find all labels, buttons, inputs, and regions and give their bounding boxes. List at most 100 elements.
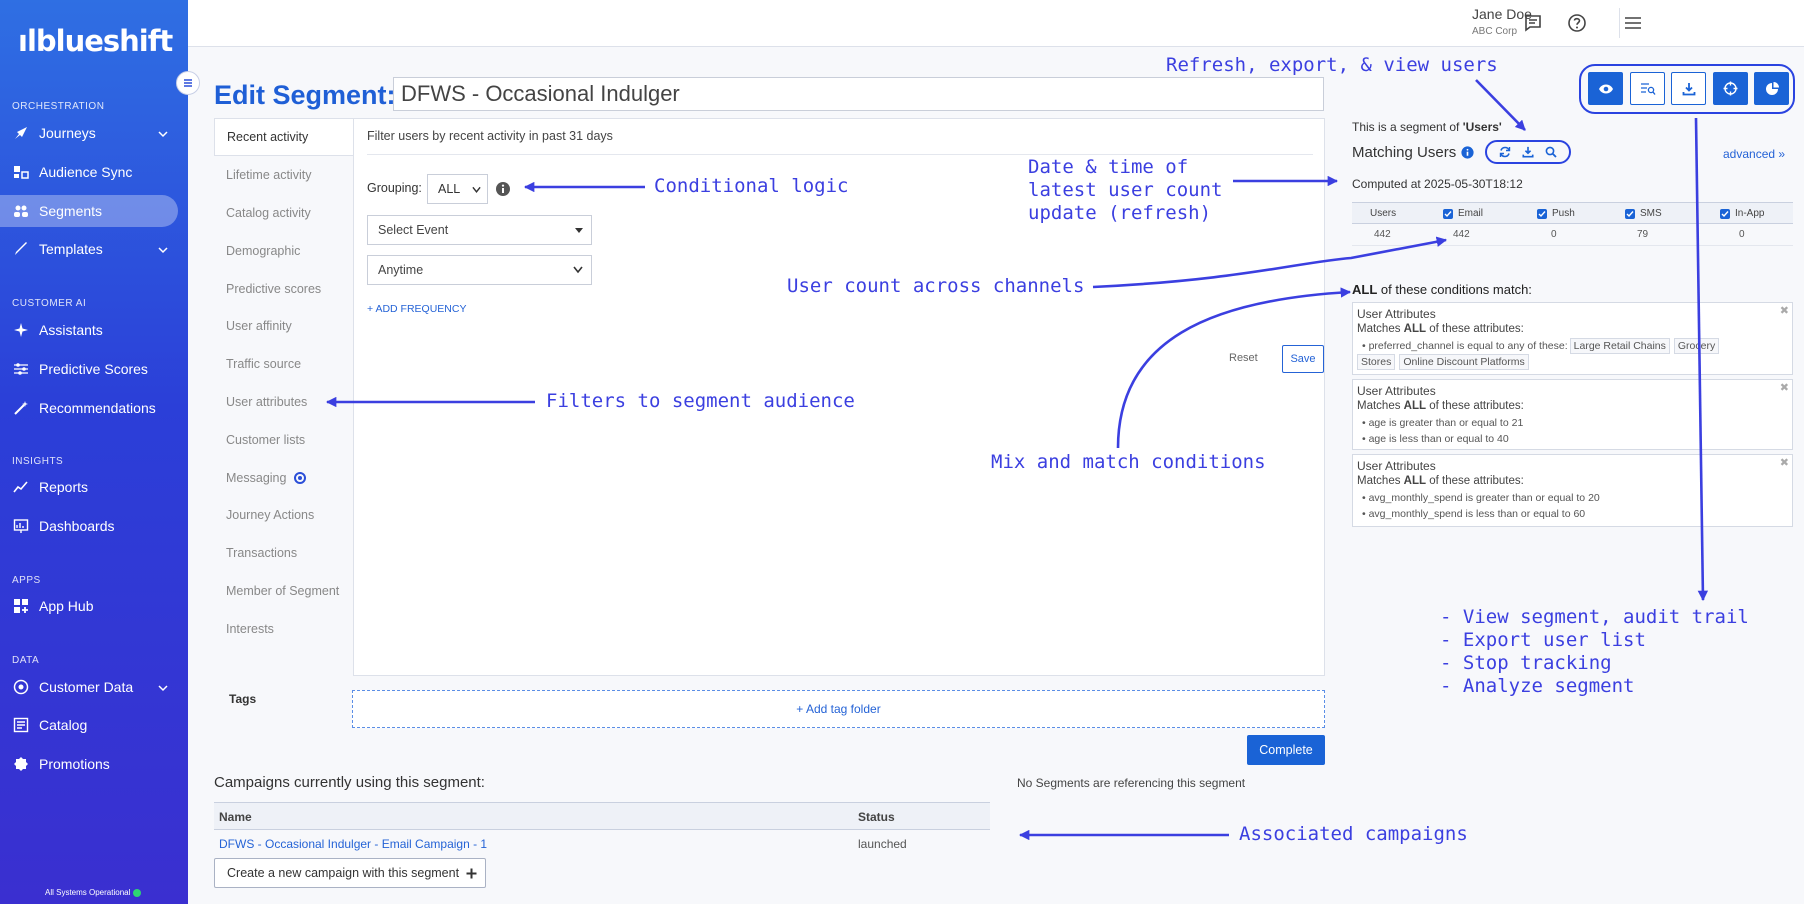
column-header-sms[interactable]: SMS bbox=[1625, 208, 1662, 219]
match-suffix: of these attributes: bbox=[1426, 323, 1524, 335]
audit-trail-button[interactable] bbox=[1630, 72, 1665, 105]
checkbox-checked-icon[interactable] bbox=[1443, 208, 1453, 219]
tab-traffic-source[interactable]: Traffic source bbox=[226, 357, 302, 371]
close-icon[interactable]: ✖ bbox=[1779, 305, 1789, 317]
match-prefix: Matches bbox=[1357, 400, 1404, 412]
people-icon bbox=[12, 202, 30, 220]
column-header-status[interactable]: Status bbox=[858, 810, 895, 824]
sidebar-item-label: Promotions bbox=[39, 756, 110, 772]
sidebar-item-dashboards[interactable]: Dashboards bbox=[0, 510, 178, 542]
channel-label: SMS bbox=[1640, 208, 1662, 219]
sidebar-item-segments[interactable]: Segments bbox=[0, 195, 178, 227]
page-title: Edit Segment: bbox=[214, 80, 396, 110]
tab-member-of-segment[interactable]: Member of Segment bbox=[226, 584, 340, 598]
create-campaign-label: Create a new campaign with this segment bbox=[227, 866, 460, 880]
sliders-icon bbox=[12, 360, 30, 378]
tab-lifetime-activity[interactable]: Lifetime activity bbox=[226, 168, 312, 182]
count-sms: 79 bbox=[1637, 229, 1649, 240]
campaign-link[interactable]: DFWS - Occasional Indulger - Email Campa… bbox=[219, 837, 488, 851]
tab-user-affinity[interactable]: User affinity bbox=[226, 319, 292, 333]
tab-messaging[interactable]: Messaging bbox=[214, 459, 354, 497]
reset-button[interactable]: Reset bbox=[1229, 352, 1258, 364]
add-tag-folder-button[interactable]: + Add tag folder bbox=[352, 690, 1325, 728]
close-icon[interactable]: ✖ bbox=[1779, 457, 1789, 469]
campaign-status: launched bbox=[858, 837, 907, 851]
collapse-sidebar-button[interactable] bbox=[176, 71, 200, 95]
tab-customer-lists[interactable]: Customer lists bbox=[226, 433, 306, 447]
column-header-users: Users bbox=[1370, 208, 1397, 219]
checkbox-checked-icon[interactable] bbox=[1537, 208, 1547, 219]
tab-interests[interactable]: Interests bbox=[226, 622, 274, 636]
conditions-title: ALL of these conditions match: bbox=[1352, 282, 1532, 297]
info-icon[interactable] bbox=[1461, 146, 1474, 159]
create-campaign-button[interactable]: Create a new campaign with this segment bbox=[214, 858, 486, 888]
search-icon[interactable] bbox=[1545, 146, 1557, 158]
tags-label: Tags bbox=[229, 692, 257, 706]
export-users-button[interactable] bbox=[1671, 72, 1706, 105]
tab-recent-activity[interactable]: Recent activity bbox=[214, 118, 354, 156]
info-icon[interactable] bbox=[495, 181, 511, 200]
time-range-dropdown[interactable]: Anytime bbox=[367, 255, 592, 285]
condition-line-text: preferred_channel is equal to any of the… bbox=[1368, 340, 1568, 352]
column-header-email[interactable]: Email bbox=[1443, 208, 1483, 219]
checkbox-checked-icon[interactable] bbox=[1720, 208, 1730, 219]
sidebar-item-audience-sync[interactable]: Audience Sync bbox=[0, 156, 178, 188]
blueshift-logo[interactable]: ılblueshift bbox=[18, 24, 173, 58]
condition-line-text: avg_monthly_spend is greater than or equ… bbox=[1368, 492, 1600, 504]
condition-card: ✖ User Attributes Matches ALL of these a… bbox=[1352, 379, 1793, 450]
chevron-down-icon[interactable] bbox=[158, 126, 168, 142]
sidebar-item-templates[interactable]: Templates bbox=[0, 233, 178, 265]
tab-catalog-activity[interactable]: Catalog activity bbox=[226, 206, 311, 220]
tab-journey-actions[interactable]: Journey Actions bbox=[226, 508, 315, 522]
column-header-push[interactable]: Push bbox=[1537, 208, 1575, 219]
pie-chart-icon bbox=[1765, 81, 1779, 95]
sidebar-item-reports[interactable]: Reports bbox=[0, 471, 178, 503]
help-icon[interactable] bbox=[1565, 11, 1589, 35]
chevron-down-icon bbox=[573, 266, 583, 274]
feedback-icon[interactable] bbox=[1521, 11, 1545, 35]
sidebar-item-assistants[interactable]: Assistants bbox=[0, 314, 178, 346]
sidebar-item-predictive-scores[interactable]: Predictive Scores bbox=[0, 353, 178, 385]
save-button[interactable]: Save bbox=[1282, 345, 1324, 373]
tab-predictive-scores[interactable]: Predictive scores bbox=[226, 282, 322, 296]
annotation-date-time-3: update (refresh) bbox=[1028, 202, 1212, 224]
condition-match: Matches ALL of these attributes: bbox=[1357, 400, 1788, 412]
grouping-select[interactable]: ALL bbox=[427, 174, 488, 204]
hamburger-menu-icon[interactable] bbox=[1621, 11, 1645, 35]
user-org: ABC Corp bbox=[1472, 26, 1518, 37]
sidebar-item-app-hub[interactable]: App Hub bbox=[0, 590, 178, 622]
table-header: Users Email Push SMS In-App bbox=[1352, 202, 1793, 224]
close-icon[interactable]: ✖ bbox=[1779, 382, 1789, 394]
annotation-actions-2: - Export user list bbox=[1440, 629, 1646, 651]
sidebar-item-catalog[interactable]: Catalog bbox=[0, 709, 178, 741]
catalog-icon bbox=[12, 716, 30, 734]
stop-tracking-button[interactable] bbox=[1713, 72, 1748, 105]
sidebar-item-promotions[interactable]: Promotions bbox=[0, 748, 178, 780]
select-event-dropdown[interactable]: Select Event bbox=[367, 215, 592, 245]
column-header-in-app[interactable]: In-App bbox=[1720, 208, 1764, 219]
chevron-down-icon[interactable] bbox=[158, 680, 168, 696]
sidebar-item-journeys[interactable]: Journeys bbox=[0, 117, 178, 149]
sidebar-item-recommendations[interactable]: Recommendations bbox=[0, 392, 178, 424]
tab-demographic[interactable]: Demographic bbox=[226, 244, 301, 258]
tab-user-attributes[interactable]: User attributes bbox=[226, 395, 308, 409]
download-icon[interactable] bbox=[1522, 146, 1534, 158]
user-counts-table: Users Email Push SMS In-App 442 442 0 79… bbox=[1352, 202, 1793, 246]
complete-button[interactable]: Complete bbox=[1247, 735, 1325, 765]
add-frequency-link[interactable]: + ADD FREQUENCY bbox=[367, 303, 467, 315]
column-header-name[interactable]: Name bbox=[219, 810, 252, 824]
chevron-down-icon[interactable] bbox=[158, 242, 168, 258]
matching-users-actions bbox=[1485, 140, 1571, 164]
user-name[interactable]: Jane Doe bbox=[1472, 6, 1532, 22]
advanced-link[interactable]: advanced » bbox=[1723, 147, 1786, 161]
segment-name-input[interactable] bbox=[393, 77, 1324, 111]
campaigns-title: Campaigns currently using this segment: bbox=[214, 774, 485, 791]
condition-card: ✖ User Attributes Matches ALL of these a… bbox=[1352, 454, 1793, 527]
tab-transactions[interactable]: Transactions bbox=[226, 546, 298, 560]
checkbox-checked-icon[interactable] bbox=[1625, 208, 1635, 219]
segment-actions-group bbox=[1579, 64, 1795, 114]
analyze-segment-button[interactable] bbox=[1754, 72, 1789, 105]
sidebar-item-customer-data[interactable]: Customer Data bbox=[0, 671, 178, 703]
refresh-icon[interactable] bbox=[1499, 146, 1511, 158]
view-segment-button[interactable] bbox=[1588, 72, 1623, 105]
